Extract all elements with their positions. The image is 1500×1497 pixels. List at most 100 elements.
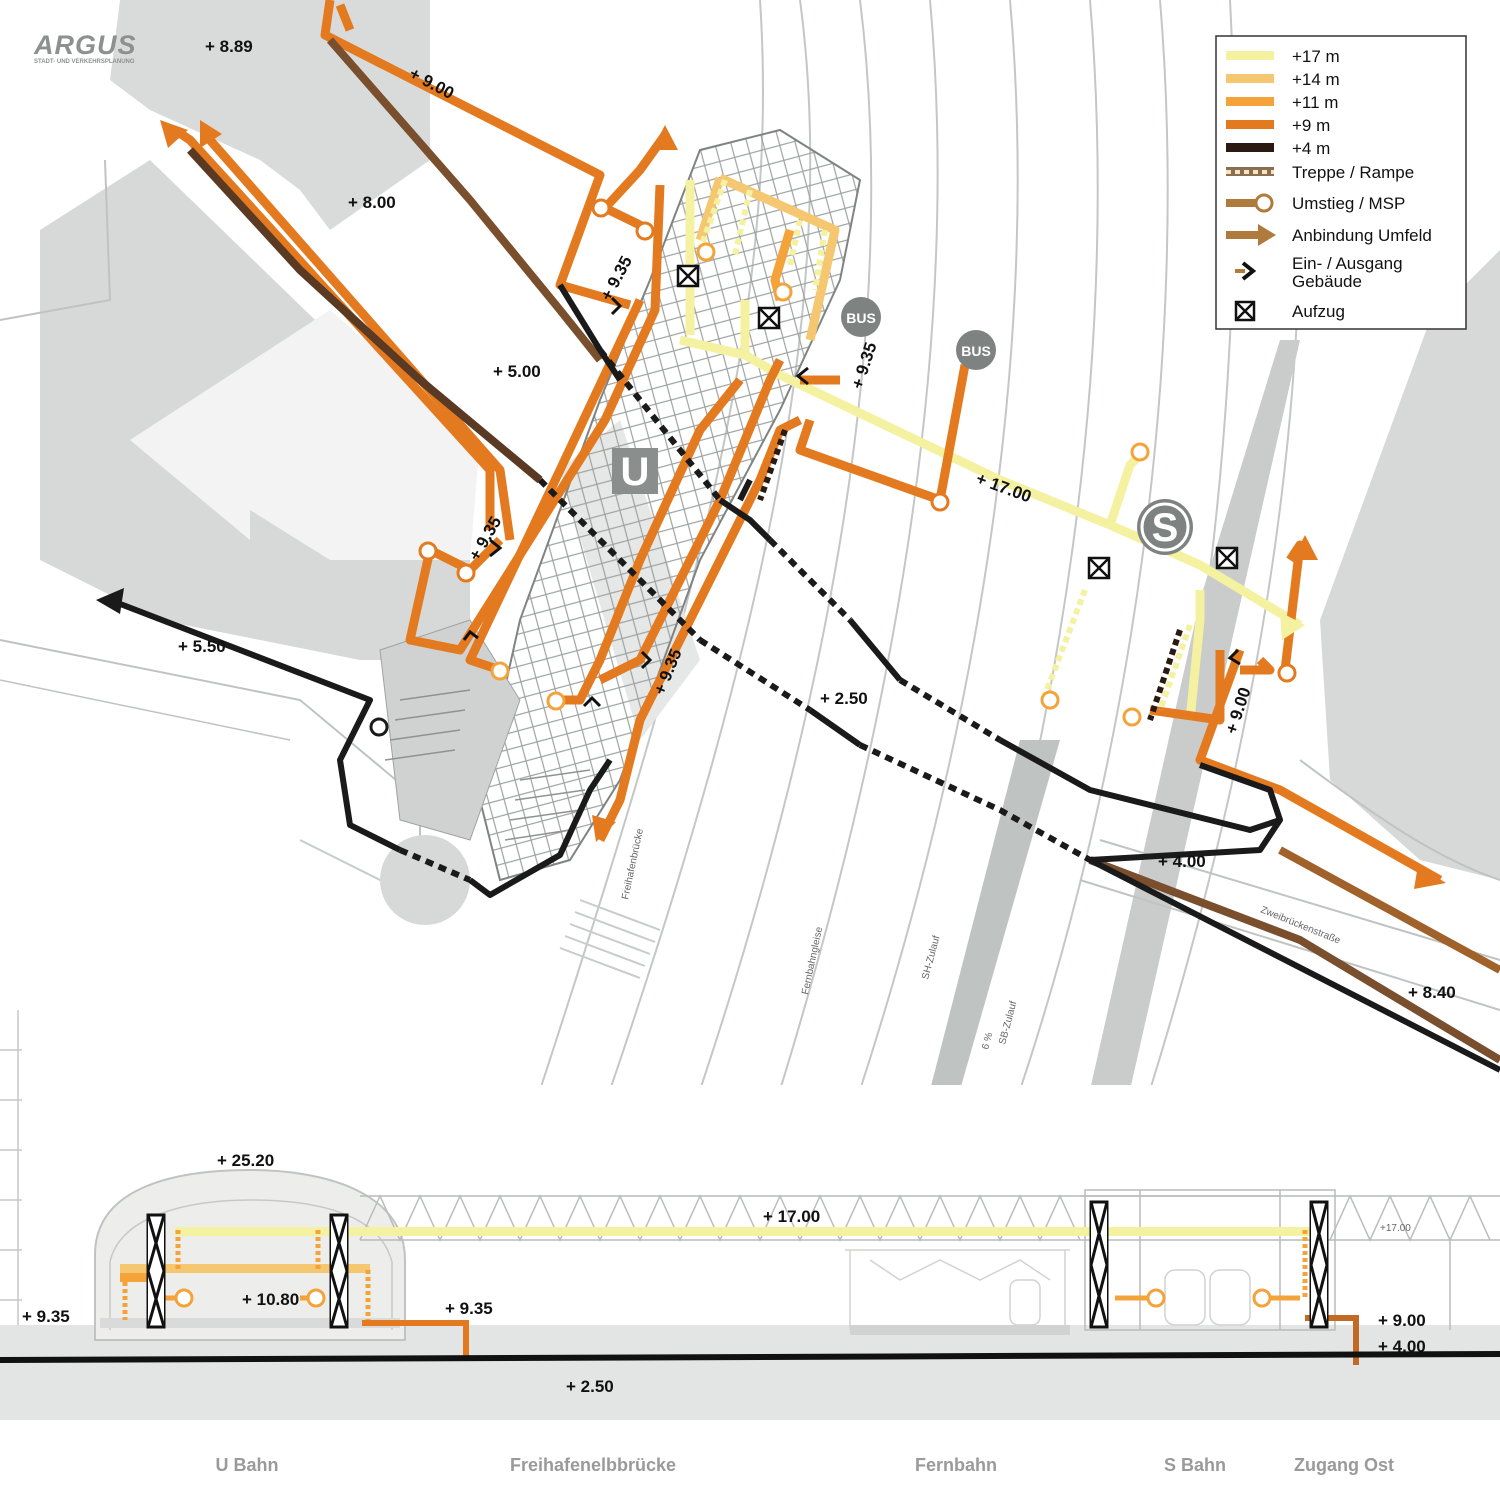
cross-section: + 25.20 + 17.00 + 9.35 + 10.80 + 9.35 + … xyxy=(0,1010,1500,1492)
elevator-icon xyxy=(329,1213,349,1329)
line-swatch xyxy=(1226,51,1274,60)
roundabout xyxy=(380,835,470,925)
section-ground-line xyxy=(0,1351,1500,1363)
bus-stop-icon xyxy=(841,297,881,337)
transfer-circle-icon xyxy=(456,563,476,583)
legend-label: +11 m xyxy=(1292,93,1338,112)
arrow-up-icon xyxy=(1292,535,1318,560)
transfer-circle-icon xyxy=(1040,690,1060,710)
base-map xyxy=(0,0,1500,1091)
elev-label: + 5.50 xyxy=(178,637,226,656)
legend-label: Gebäude xyxy=(1292,272,1362,291)
argus-logo: ARGUS STADT- UND VERKEHRSPLANUNG xyxy=(33,30,137,65)
elevator-icon xyxy=(1215,546,1239,570)
section-transfers xyxy=(174,1288,1272,1308)
legend-item: Anbindung Umfeld xyxy=(1226,224,1432,246)
route-level-14 xyxy=(695,173,840,341)
rail-band-2 xyxy=(930,740,1060,1090)
legend-label: Anbindung Umfeld xyxy=(1292,226,1432,245)
transfer-circles xyxy=(369,198,1297,737)
section-elev: +17.00 xyxy=(1380,1223,1411,1234)
stairs-dark xyxy=(757,428,1183,721)
elev-label: + 5.00 xyxy=(493,362,541,381)
s-station-letter: S xyxy=(1152,506,1179,550)
transfer-circle-icon xyxy=(369,717,389,737)
connection-arrows xyxy=(96,120,1446,889)
legend-item: Treppe / Rampe xyxy=(1226,163,1414,182)
block-east xyxy=(1320,250,1500,880)
u-bahn-dome xyxy=(94,1168,406,1341)
section-elev: + 9.00 xyxy=(1378,1311,1426,1330)
section-caption: Fernbahn xyxy=(915,1455,997,1475)
section-caption: Freihafenelbbrücke xyxy=(510,1455,676,1475)
section-elev: + 10.80 xyxy=(242,1290,299,1309)
chevron-right-icon xyxy=(489,538,503,558)
transfer-circle-icon xyxy=(174,1288,194,1308)
street-label: SB-Zulauf xyxy=(997,1000,1019,1046)
section-elev: + 9.35 xyxy=(22,1307,70,1326)
elevator-icon xyxy=(1234,300,1256,322)
street-label: Freihafenbrücke xyxy=(620,827,646,900)
arrow-left-icon xyxy=(96,588,124,614)
stairs-dashed xyxy=(697,178,1193,711)
transfer-circle-icon xyxy=(306,1288,326,1308)
elevator-icon xyxy=(757,306,781,330)
legend-label: +17 m xyxy=(1292,47,1340,66)
line-swatch xyxy=(1226,97,1274,106)
elev-label: + 17.00 xyxy=(974,469,1034,506)
legend-item: +17 m xyxy=(1226,47,1340,66)
route-ground-dashed xyxy=(398,348,1092,883)
arrow-up-icon xyxy=(160,120,188,148)
chevron-right-icon xyxy=(1227,648,1241,666)
line-swatch xyxy=(1226,120,1274,129)
section-elev: + 4.00 xyxy=(1378,1337,1426,1356)
transfer-circle-icon xyxy=(773,282,793,302)
transfer-circle-icon xyxy=(1130,442,1150,462)
transfer-circle-icon xyxy=(1122,707,1142,727)
section-caption: S Bahn xyxy=(1164,1455,1226,1475)
transfer-circle-icon xyxy=(1226,193,1274,213)
elev-label: + 9.35 xyxy=(848,340,881,391)
legend-label: Treppe / Rampe xyxy=(1292,163,1414,182)
legend-label: +14 m xyxy=(1292,70,1340,89)
chevron-right-icon xyxy=(1235,261,1257,281)
transfer-circle-icon xyxy=(490,661,510,681)
elevator-icon xyxy=(1089,1200,1109,1329)
section-elev: + 17.00 xyxy=(763,1207,820,1226)
elevator-icon xyxy=(676,264,700,288)
chevron-right-icon xyxy=(462,629,479,641)
chevron-right-icon xyxy=(610,296,623,316)
legend-item: Umstieg / MSP xyxy=(1226,193,1405,213)
section-level-11 xyxy=(120,1273,150,1282)
section-level-17 xyxy=(175,1227,1310,1236)
chevron-right-icon xyxy=(640,650,653,670)
logo-wordmark: ARGUS xyxy=(33,30,137,60)
elevator-icon xyxy=(146,1213,166,1329)
arrow-right-icon xyxy=(1226,224,1276,246)
transfer-circle-icon xyxy=(1252,1288,1272,1308)
section-elev: + 25.20 xyxy=(217,1151,274,1170)
street-label: SH-Zulauf xyxy=(920,934,942,981)
elev-label: + 8.40 xyxy=(1408,983,1456,1002)
line-swatch xyxy=(1226,143,1274,152)
u-station-sign xyxy=(612,448,658,494)
transfer-circle-icon xyxy=(1146,1288,1166,1308)
stair-field xyxy=(559,899,661,979)
legend-item: Aufzug xyxy=(1234,300,1345,322)
legend-label: Aufzug xyxy=(1292,302,1345,321)
line-swatch xyxy=(1226,74,1274,83)
arrow-down-icon xyxy=(592,815,616,842)
arrow-right-icon xyxy=(1280,612,1305,640)
chevron-right-icon xyxy=(795,366,809,386)
bus-label-1: BUS xyxy=(846,310,876,326)
section-caption: Zugang Ost xyxy=(1294,1455,1394,1475)
section-elev: + 2.50 xyxy=(566,1377,614,1396)
route-level-4 xyxy=(187,37,1500,1064)
stair-icon xyxy=(1226,167,1274,176)
legend-label: Ein- / Ausgang xyxy=(1292,254,1403,273)
elev-label: + 4.00 xyxy=(1158,852,1206,871)
